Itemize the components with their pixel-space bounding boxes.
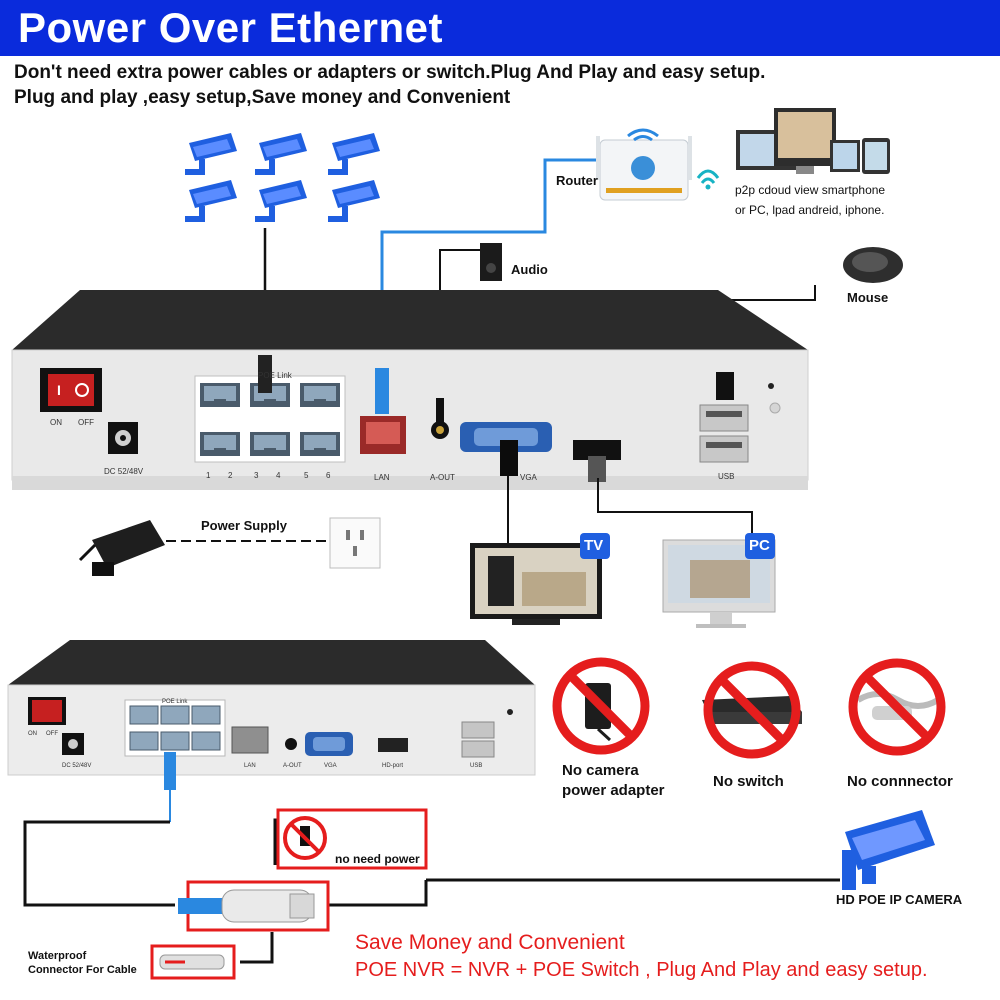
power-adapter-icon [78, 520, 165, 576]
nvr-top: I [11, 290, 809, 490]
top-usb-text: USB [718, 472, 734, 481]
audio-label: Audio [511, 262, 548, 277]
waterproof-connector-icon [178, 889, 315, 923]
no-connector-icon [853, 663, 941, 751]
svg-text:I: I [57, 382, 61, 398]
top-switch-on-text: ON [50, 418, 62, 427]
wall-outlet-icon [329, 517, 381, 569]
no-adapter-small-icon [283, 816, 327, 860]
cable-connector-icon [159, 954, 225, 970]
no-camera-adapter-icon [557, 662, 645, 750]
waterproof-label-1: Waterproof [28, 950, 87, 962]
devices-icon [736, 108, 890, 174]
pc-badge-bg [745, 533, 775, 559]
no-camera-adapter-text-2: power adapter [562, 782, 665, 799]
top-aout-text: A-OUT [430, 473, 455, 482]
mouse-label: Mouse [847, 290, 889, 305]
top-vga-text: VGA [520, 473, 538, 482]
router-label: Router [556, 173, 598, 188]
top-lan-text: LAN [374, 473, 390, 482]
top-poe-link-text: POE Link [258, 371, 293, 380]
port-number-4: 4 [276, 471, 281, 480]
devices-caption-1: p2p cdoud view smartphone [735, 183, 886, 197]
tv-badge: TV [584, 537, 604, 554]
port-number-1: 1 [206, 471, 211, 480]
bottom-poe-link-text: POE Link [162, 699, 188, 705]
speaker-icon [480, 243, 502, 281]
waterproof-label-2: Connector For Cable [28, 964, 137, 976]
pc-monitor-icon [662, 539, 776, 628]
bottom-lan-text: LAN [244, 763, 256, 769]
camera-group-icon [185, 133, 380, 222]
tv-badge-bg [580, 533, 610, 559]
hd-poe-camera-label: HD POE IP CAMERA [836, 892, 963, 907]
top-dc-text: DC 52/48V [104, 467, 144, 476]
no-switch-icon [702, 666, 802, 754]
tv-icon [470, 543, 602, 625]
tagline-line-1: Don't need extra power cables or adapter… [14, 62, 766, 83]
wifi-icon [696, 169, 720, 190]
port-number-6: 6 [326, 471, 331, 480]
port-number-2: 2 [228, 471, 233, 480]
mouse-icon [843, 247, 903, 283]
bottom-switch-off-text: OFF [46, 731, 58, 737]
devices-caption-2: or PC, lpad andreid, iphone. [735, 203, 885, 217]
port-number-3: 3 [254, 471, 259, 480]
no-camera-adapter-text-1: No camera [562, 762, 639, 779]
bottom-vga-text: VGA [324, 763, 337, 769]
bottom-hdmi-text: HD-port [382, 763, 403, 769]
bottom-dc-text: DC 52/48V [62, 763, 91, 769]
bottom-aout-text: A-OUT [283, 763, 302, 769]
no-connector-text: No connnector [847, 773, 953, 790]
port-number-5: 5 [304, 471, 309, 480]
pc-badge: PC [749, 537, 770, 554]
nvr-bottom [7, 640, 536, 776]
save-money-line-1: Save Money and Convenient [355, 931, 625, 954]
bottom-switch-on-text: ON [28, 731, 37, 737]
router-icon [596, 128, 692, 201]
no-switch-text: No switch [713, 773, 784, 790]
bottom-usb-text: USB [470, 763, 482, 769]
top-switch-off-text: OFF [78, 418, 94, 427]
power-supply-label: Power Supply [201, 518, 287, 533]
hd-poe-camera-icon [842, 810, 935, 890]
tagline-line-2: Plug and play ,easy setup,Save money and… [14, 87, 511, 108]
page-title: Power Over Ethernet [18, 4, 443, 51]
no-need-power-text: no need power [335, 852, 420, 866]
header-banner [0, 0, 1000, 56]
save-money-line-2: POE NVR = NVR + POE Switch , Plug And Pl… [355, 959, 928, 981]
